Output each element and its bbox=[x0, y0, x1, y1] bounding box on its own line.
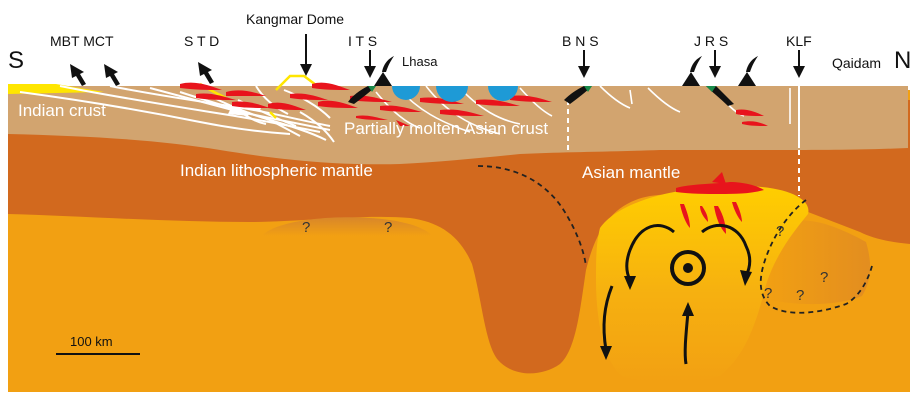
asian-crust-label: Partially molten Asian crust bbox=[344, 119, 548, 138]
qaidam-label: Qaidam bbox=[832, 55, 881, 71]
thrust-sense-arrows bbox=[70, 62, 214, 86]
indian-mantle-label: Indian lithospheric mantle bbox=[180, 161, 373, 180]
mbt-mct-label: MBT MCT bbox=[50, 33, 114, 49]
asian-mantle-label: Asian mantle bbox=[582, 163, 680, 182]
top-arrowheads bbox=[300, 64, 805, 78]
unknown-mark: ? bbox=[776, 223, 784, 240]
unknown-mark: ? bbox=[820, 269, 828, 286]
its-label: I T S bbox=[348, 33, 377, 49]
south-label: S bbox=[8, 47, 24, 74]
indian-crust-label: Indian crust bbox=[18, 101, 106, 120]
unknown-mark: ? bbox=[796, 287, 804, 304]
std-label: S T D bbox=[184, 33, 219, 49]
lhasa-label: Lhasa bbox=[402, 54, 438, 69]
north-label: N bbox=[894, 47, 911, 74]
kangmar-dome-label: Kangmar Dome bbox=[246, 11, 344, 27]
jrs-label: J R S bbox=[694, 33, 728, 49]
unknown-mark: ? bbox=[384, 219, 392, 236]
scale-label: 100 km bbox=[70, 334, 113, 349]
bns-label: B N S bbox=[562, 33, 599, 49]
unknown-mark: ? bbox=[764, 285, 772, 302]
unknown-mark: ? bbox=[302, 219, 310, 236]
klf-label: KLF bbox=[786, 33, 812, 49]
